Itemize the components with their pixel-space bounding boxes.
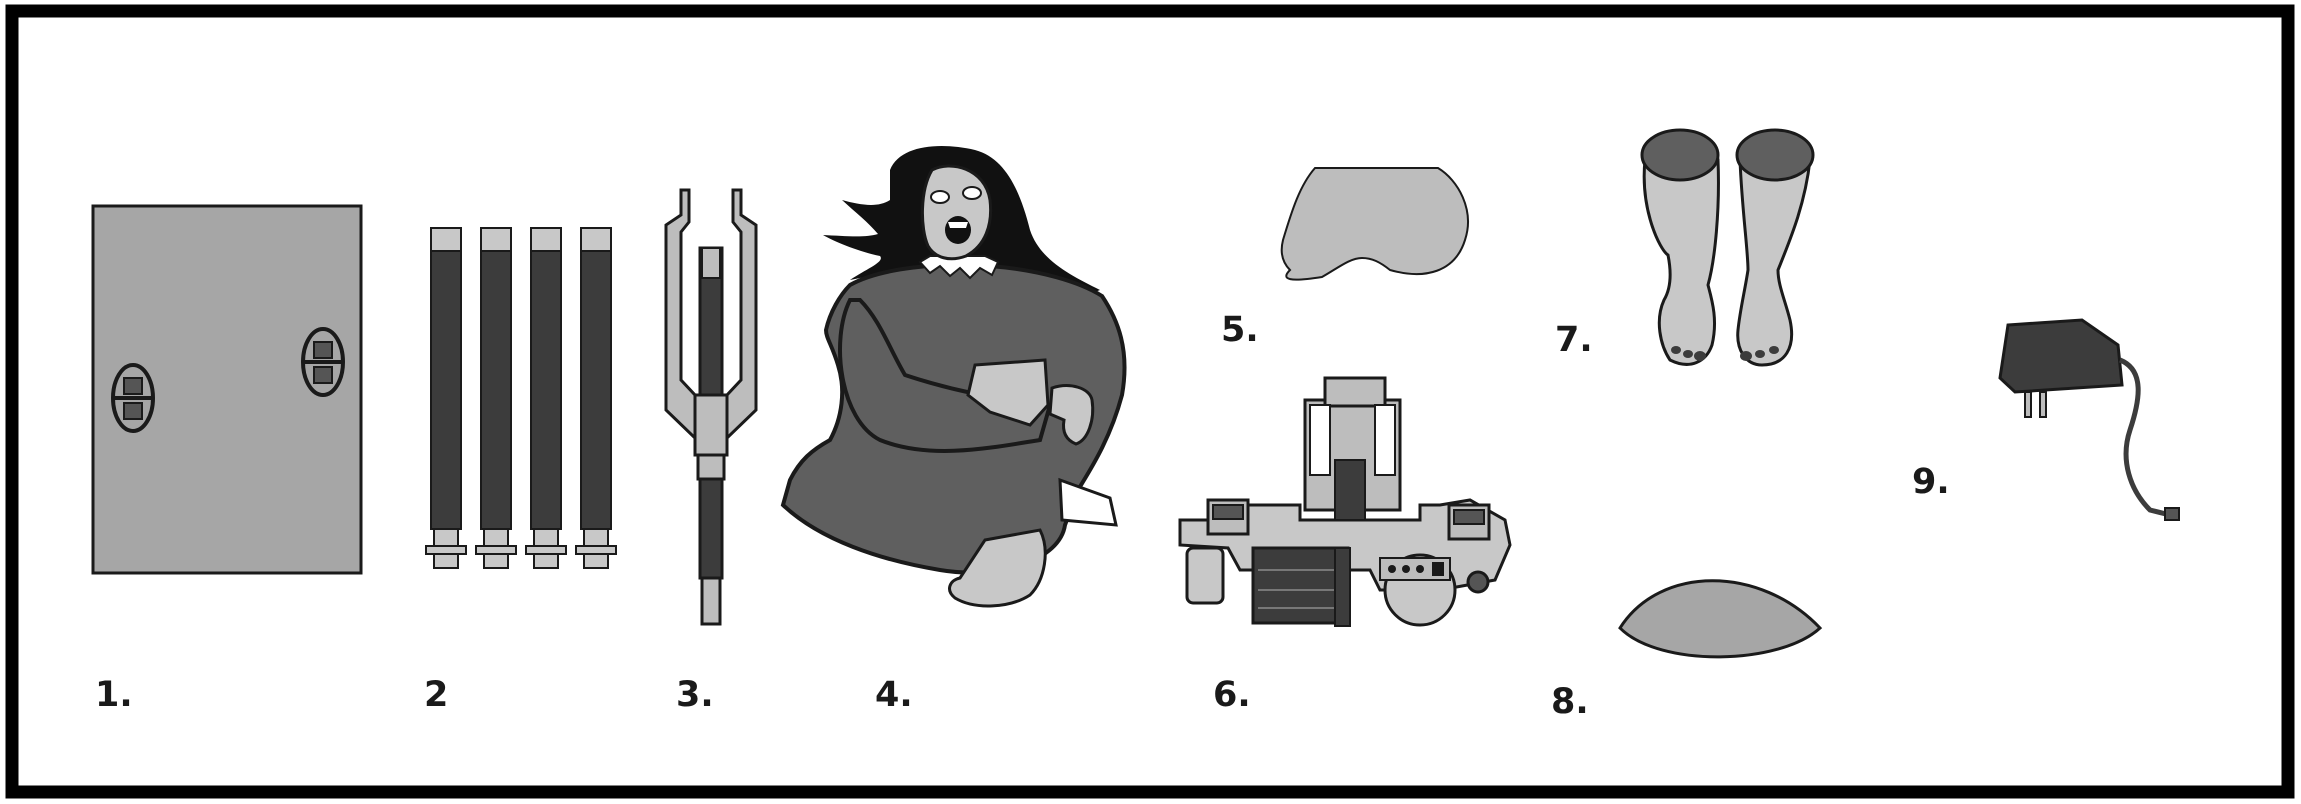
part-6-mechanism [1178, 376, 1512, 627]
part-7-feet [1640, 128, 1815, 367]
rod [425, 227, 467, 569]
figure-mouth [945, 216, 971, 244]
figure-foot [948, 528, 1047, 608]
part-1-panel [91, 204, 363, 575]
diagram-frame [5, 4, 2295, 799]
figure-eye-right [962, 186, 982, 200]
rod [525, 227, 567, 569]
mechanism-battery-box [1251, 546, 1350, 625]
figure-hand-left [966, 358, 1050, 427]
label-item-4: 4. [875, 675, 913, 715]
part-9-power-adapter [1998, 318, 2180, 521]
label-item-5: 5. [1221, 310, 1259, 350]
panel-latch-left [111, 363, 155, 433]
figure-hand-right [1048, 384, 1095, 446]
figure-sleeve-cuff [1058, 477, 1118, 527]
adapter-prong-right [2039, 391, 2047, 418]
rod [475, 227, 517, 569]
adapter-body [1998, 318, 2124, 394]
label-item-9: 9. [1912, 462, 1950, 502]
foot-left [1640, 128, 1720, 366]
adapter-cable [2118, 357, 2171, 518]
figure-face [920, 164, 993, 261]
panel-latch-right [301, 327, 345, 397]
label-item-8: 8. [1551, 682, 1589, 722]
part-8-fan-pad [1618, 579, 1823, 659]
figure-collar [918, 255, 1000, 280]
figure-eye-left [930, 190, 950, 204]
rod [575, 227, 617, 569]
label-item-1: 1. [95, 675, 133, 715]
label-item-3: 3. [676, 675, 714, 715]
part-3-stand [664, 188, 758, 626]
foot-right [1735, 128, 1815, 367]
part-4-figure [780, 146, 1127, 608]
label-item-2: 2 [424, 675, 449, 715]
mechanism-knob [1466, 570, 1490, 594]
part-2-rods [425, 227, 617, 569]
adapter-plug [2164, 507, 2180, 521]
mechanism-foot-left [1185, 546, 1225, 605]
part-5-pad [1280, 167, 1469, 281]
label-item-6: 6. [1213, 675, 1251, 715]
label-item-7: 7. [1555, 320, 1593, 360]
adapter-prong-left [2024, 391, 2032, 418]
